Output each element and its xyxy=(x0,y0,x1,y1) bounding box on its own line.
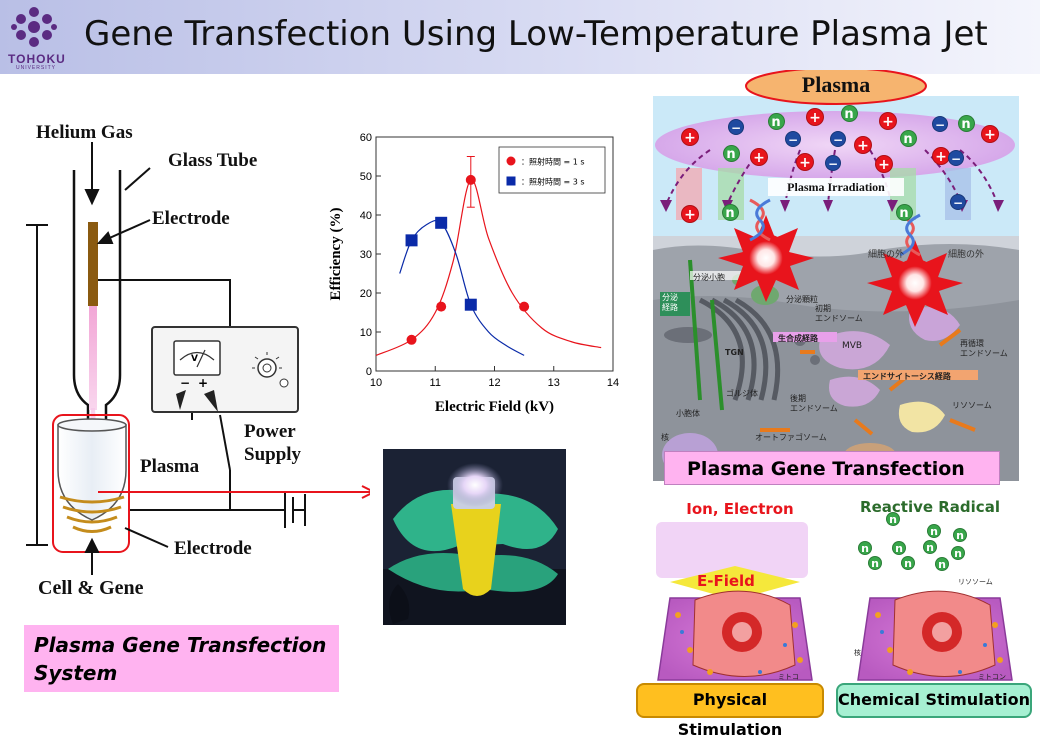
title-bar xyxy=(0,0,1040,74)
legend-marker xyxy=(506,176,516,186)
label-recycling-endosome: 再循環 エンドソーム xyxy=(960,339,1008,358)
x-tick-label: 12 xyxy=(488,377,500,389)
label-secretory-pathway: 分泌 経路 xyxy=(662,293,678,312)
series-2-point xyxy=(405,234,418,247)
plasma-photo xyxy=(383,449,566,625)
physical-stimulation-badge: Physical Stimulation xyxy=(636,683,824,739)
label-mito-small-2: ミトコン xyxy=(978,673,1006,681)
mechanism-illustration xyxy=(653,70,1019,481)
sample-vial xyxy=(57,424,127,521)
x-tick-label: 11 xyxy=(430,377,441,389)
x-tick-label: 14 xyxy=(607,377,619,389)
label-nucleus-small: 核 xyxy=(854,649,861,657)
label-cell-outside: 細胞の外 xyxy=(948,250,985,260)
label-er: 小胞体 xyxy=(676,409,700,418)
x-tick-label: 10 xyxy=(370,377,382,389)
label-e-field: E-Field xyxy=(697,572,755,590)
legend-label: ：照射時間 = 3 s xyxy=(521,177,585,187)
label-electrode-bottom: Electrode xyxy=(174,538,252,559)
y-tick-label: 30 xyxy=(360,249,372,261)
logo-text: TOHOKU xyxy=(8,52,66,66)
y-tick-label: 10 xyxy=(360,327,372,339)
label-nucleus: 核 xyxy=(661,433,669,442)
label-biosynthetic: 生合成経路 xyxy=(778,334,818,343)
label-early-endosome: 初期 エンドソーム xyxy=(815,304,863,323)
label-cell-outside-2: 細胞の外 xyxy=(868,250,905,260)
series-1-point xyxy=(465,174,476,185)
legend xyxy=(498,146,606,194)
label-secretory-granule: 分泌顆粒 xyxy=(786,295,818,304)
university-logo-icon xyxy=(11,7,57,47)
plasma-source-oval xyxy=(745,70,927,105)
label-power: Power xyxy=(244,421,296,442)
x-tick-label: 13 xyxy=(548,377,560,389)
page-title: Gene Transfection Using Low-Temperature … xyxy=(84,14,988,54)
series-2-point xyxy=(464,298,477,311)
series-2-point xyxy=(435,216,448,229)
y-tick-label: 40 xyxy=(360,210,372,222)
coil-electrode xyxy=(59,495,125,533)
series-2-curve xyxy=(399,219,525,356)
label-lysosome: リソソーム xyxy=(952,401,992,410)
label-autophagosome: オートファゴソーム xyxy=(755,433,827,442)
glass-tube xyxy=(72,170,122,450)
system-caption-line1: Plasma Gene Transfection xyxy=(34,633,327,657)
label-plasma: Plasma xyxy=(140,456,200,477)
scale-bar xyxy=(26,224,48,546)
cell-physical xyxy=(657,590,813,681)
y-tick-label: 20 xyxy=(360,288,372,300)
circuit-wires xyxy=(98,279,306,528)
label-helium-gas: Helium Gas xyxy=(36,122,133,143)
label-tgn: TGN xyxy=(725,348,744,357)
arrow-to-photo xyxy=(98,485,370,499)
meter-v-label: V xyxy=(191,354,198,364)
label-lysosome-small: リソソーム xyxy=(958,578,993,586)
power-supply-unit xyxy=(151,326,299,413)
series-1-point xyxy=(406,334,417,345)
y-tick-label: 0 xyxy=(366,366,372,378)
logo-subtext: UNIVERSITY xyxy=(15,65,56,71)
label-secretory-vesicle: 分泌小胞 xyxy=(693,273,725,282)
cell-chemical xyxy=(857,590,1013,681)
electrode-rod xyxy=(88,222,98,306)
series-1-point xyxy=(519,301,530,312)
plasma-impact-starbursts xyxy=(718,215,963,327)
system-caption-box: Plasma Gene Transfection System xyxy=(24,625,339,692)
series-1-point xyxy=(436,301,447,312)
label-plasma-irradiation: Plasma Irradiation xyxy=(787,180,885,194)
label-glass-tube: Glass Tube xyxy=(168,150,258,171)
meter-minus-label: − xyxy=(180,376,191,390)
stimulation-illustrations xyxy=(656,522,1013,681)
apparatus-diagram xyxy=(26,142,370,575)
label-plasma-source: Plasma xyxy=(801,72,871,97)
y-tick-label: 50 xyxy=(360,171,372,183)
plasma-jet xyxy=(89,305,97,410)
label-reactive-radical: Reactive Radical xyxy=(860,498,1000,516)
meter-plus-label: + xyxy=(198,376,209,390)
legend-label: ：照射時間 = 1 s xyxy=(521,157,585,167)
y-axis-label: Efficiency (%) xyxy=(328,208,344,301)
label-golgi: ゴルジ体 xyxy=(726,389,758,398)
y-tick-label: 60 xyxy=(360,132,372,144)
label-mvb: MVB xyxy=(842,341,863,351)
label-electrode-top: Electrode xyxy=(152,208,230,229)
label-ion-electron: Ion, Electron xyxy=(686,500,794,518)
x-axis-label: Electric Field (kV) xyxy=(435,399,554,415)
label-endocytosis: エンドサイトーシス経路 xyxy=(863,372,951,381)
chemical-stimulation-badge: Chemical Stimulation xyxy=(836,683,1032,718)
label-mito-small: ミトコ xyxy=(778,673,799,681)
series-1-curve xyxy=(375,179,602,356)
legend-marker xyxy=(506,156,516,166)
system-caption-line2: System xyxy=(34,661,118,685)
label-late-endosome: 後期 エンドソーム xyxy=(790,394,838,413)
label-cell-gene: Cell & Gene xyxy=(38,577,144,599)
label-arrows xyxy=(84,142,151,244)
transfection-banner: Plasma Gene Transfection xyxy=(664,451,1000,485)
label-supply: Supply xyxy=(244,444,302,465)
